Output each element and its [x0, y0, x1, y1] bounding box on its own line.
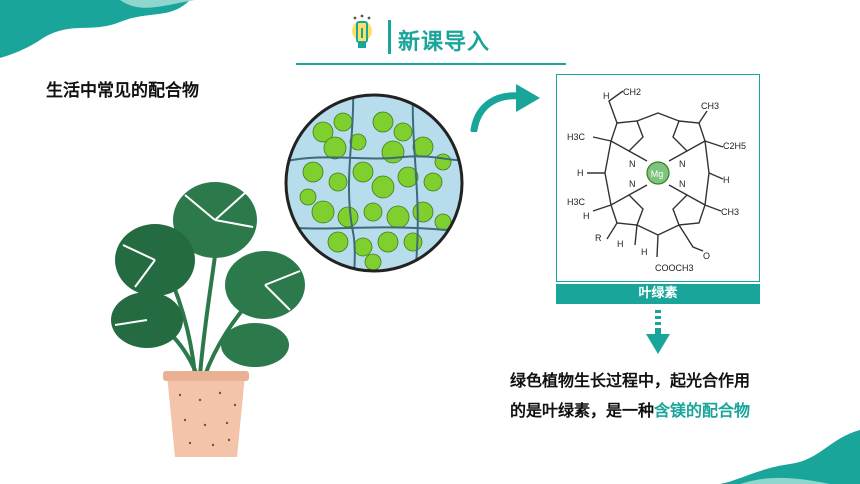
- ch3-top-label: CH3: [701, 101, 719, 111]
- h3c-left-label: H3C: [567, 132, 586, 142]
- top-left-wave-decoration: [0, 0, 195, 58]
- chlorophyll-structure-panel: Mg CH2 H CH3 H3C C2H5 H H H3C CH3 H R H …: [556, 74, 760, 282]
- potted-plant-illustration: [111, 182, 305, 457]
- chlorophyll-structure-diagram: Mg CH2 H CH3 H3C C2H5 H H H3C CH3 H R H …: [567, 87, 746, 273]
- h-left-label: H: [577, 168, 584, 178]
- lightbulb-icon: [352, 14, 372, 48]
- curved-arrow-icon: [470, 84, 540, 132]
- h-lower-left-label: H: [583, 211, 590, 221]
- header-underline: [296, 63, 566, 65]
- nitrogen-2-label: N: [679, 159, 686, 169]
- conclusion-highlight: 含镁的配合物: [654, 401, 751, 420]
- molecule-caption: 叶绿素: [556, 284, 760, 304]
- conclusion-line-2-prefix: 的是叶绿素，是一种: [510, 401, 655, 420]
- ch2-label: CH2: [623, 87, 641, 97]
- chloroplast-cell-micrograph: [284, 93, 464, 273]
- r-group-label: R: [595, 233, 602, 243]
- cooch3-label: COOCH3: [655, 263, 694, 273]
- nitrogen-1-label: N: [629, 159, 636, 169]
- nitrogen-3-label: N: [629, 179, 636, 189]
- conclusion-line-2: 的是叶绿素，是一种含镁的配合物: [510, 396, 830, 426]
- nitrogen-4-label: N: [679, 179, 686, 189]
- ch3-right-label: CH3: [721, 207, 739, 217]
- conclusion-text: 绿色植物生长过程中，起光合作用 的是叶绿素，是一种含镁的配合物: [510, 366, 830, 426]
- h-bottom-label: H: [641, 247, 648, 257]
- oxygen-label: O: [703, 251, 710, 261]
- h-r-label: H: [617, 239, 624, 249]
- header-separator: [388, 20, 391, 54]
- h-top-label: H: [603, 91, 610, 101]
- mg-atom-label: Mg: [651, 169, 664, 179]
- bottom-right-wave-decoration: [720, 430, 860, 484]
- section-heading: 生活中常见的配合物: [46, 81, 199, 101]
- page-title: 新课导入: [398, 30, 491, 55]
- down-arrow-icon: [646, 310, 670, 354]
- conclusion-line-1: 绿色植物生长过程中，起光合作用: [510, 371, 751, 390]
- h-right-label: H: [723, 175, 730, 185]
- c2h5-label: C2H5: [723, 141, 746, 151]
- h3c-lower-label: H3C: [567, 197, 586, 207]
